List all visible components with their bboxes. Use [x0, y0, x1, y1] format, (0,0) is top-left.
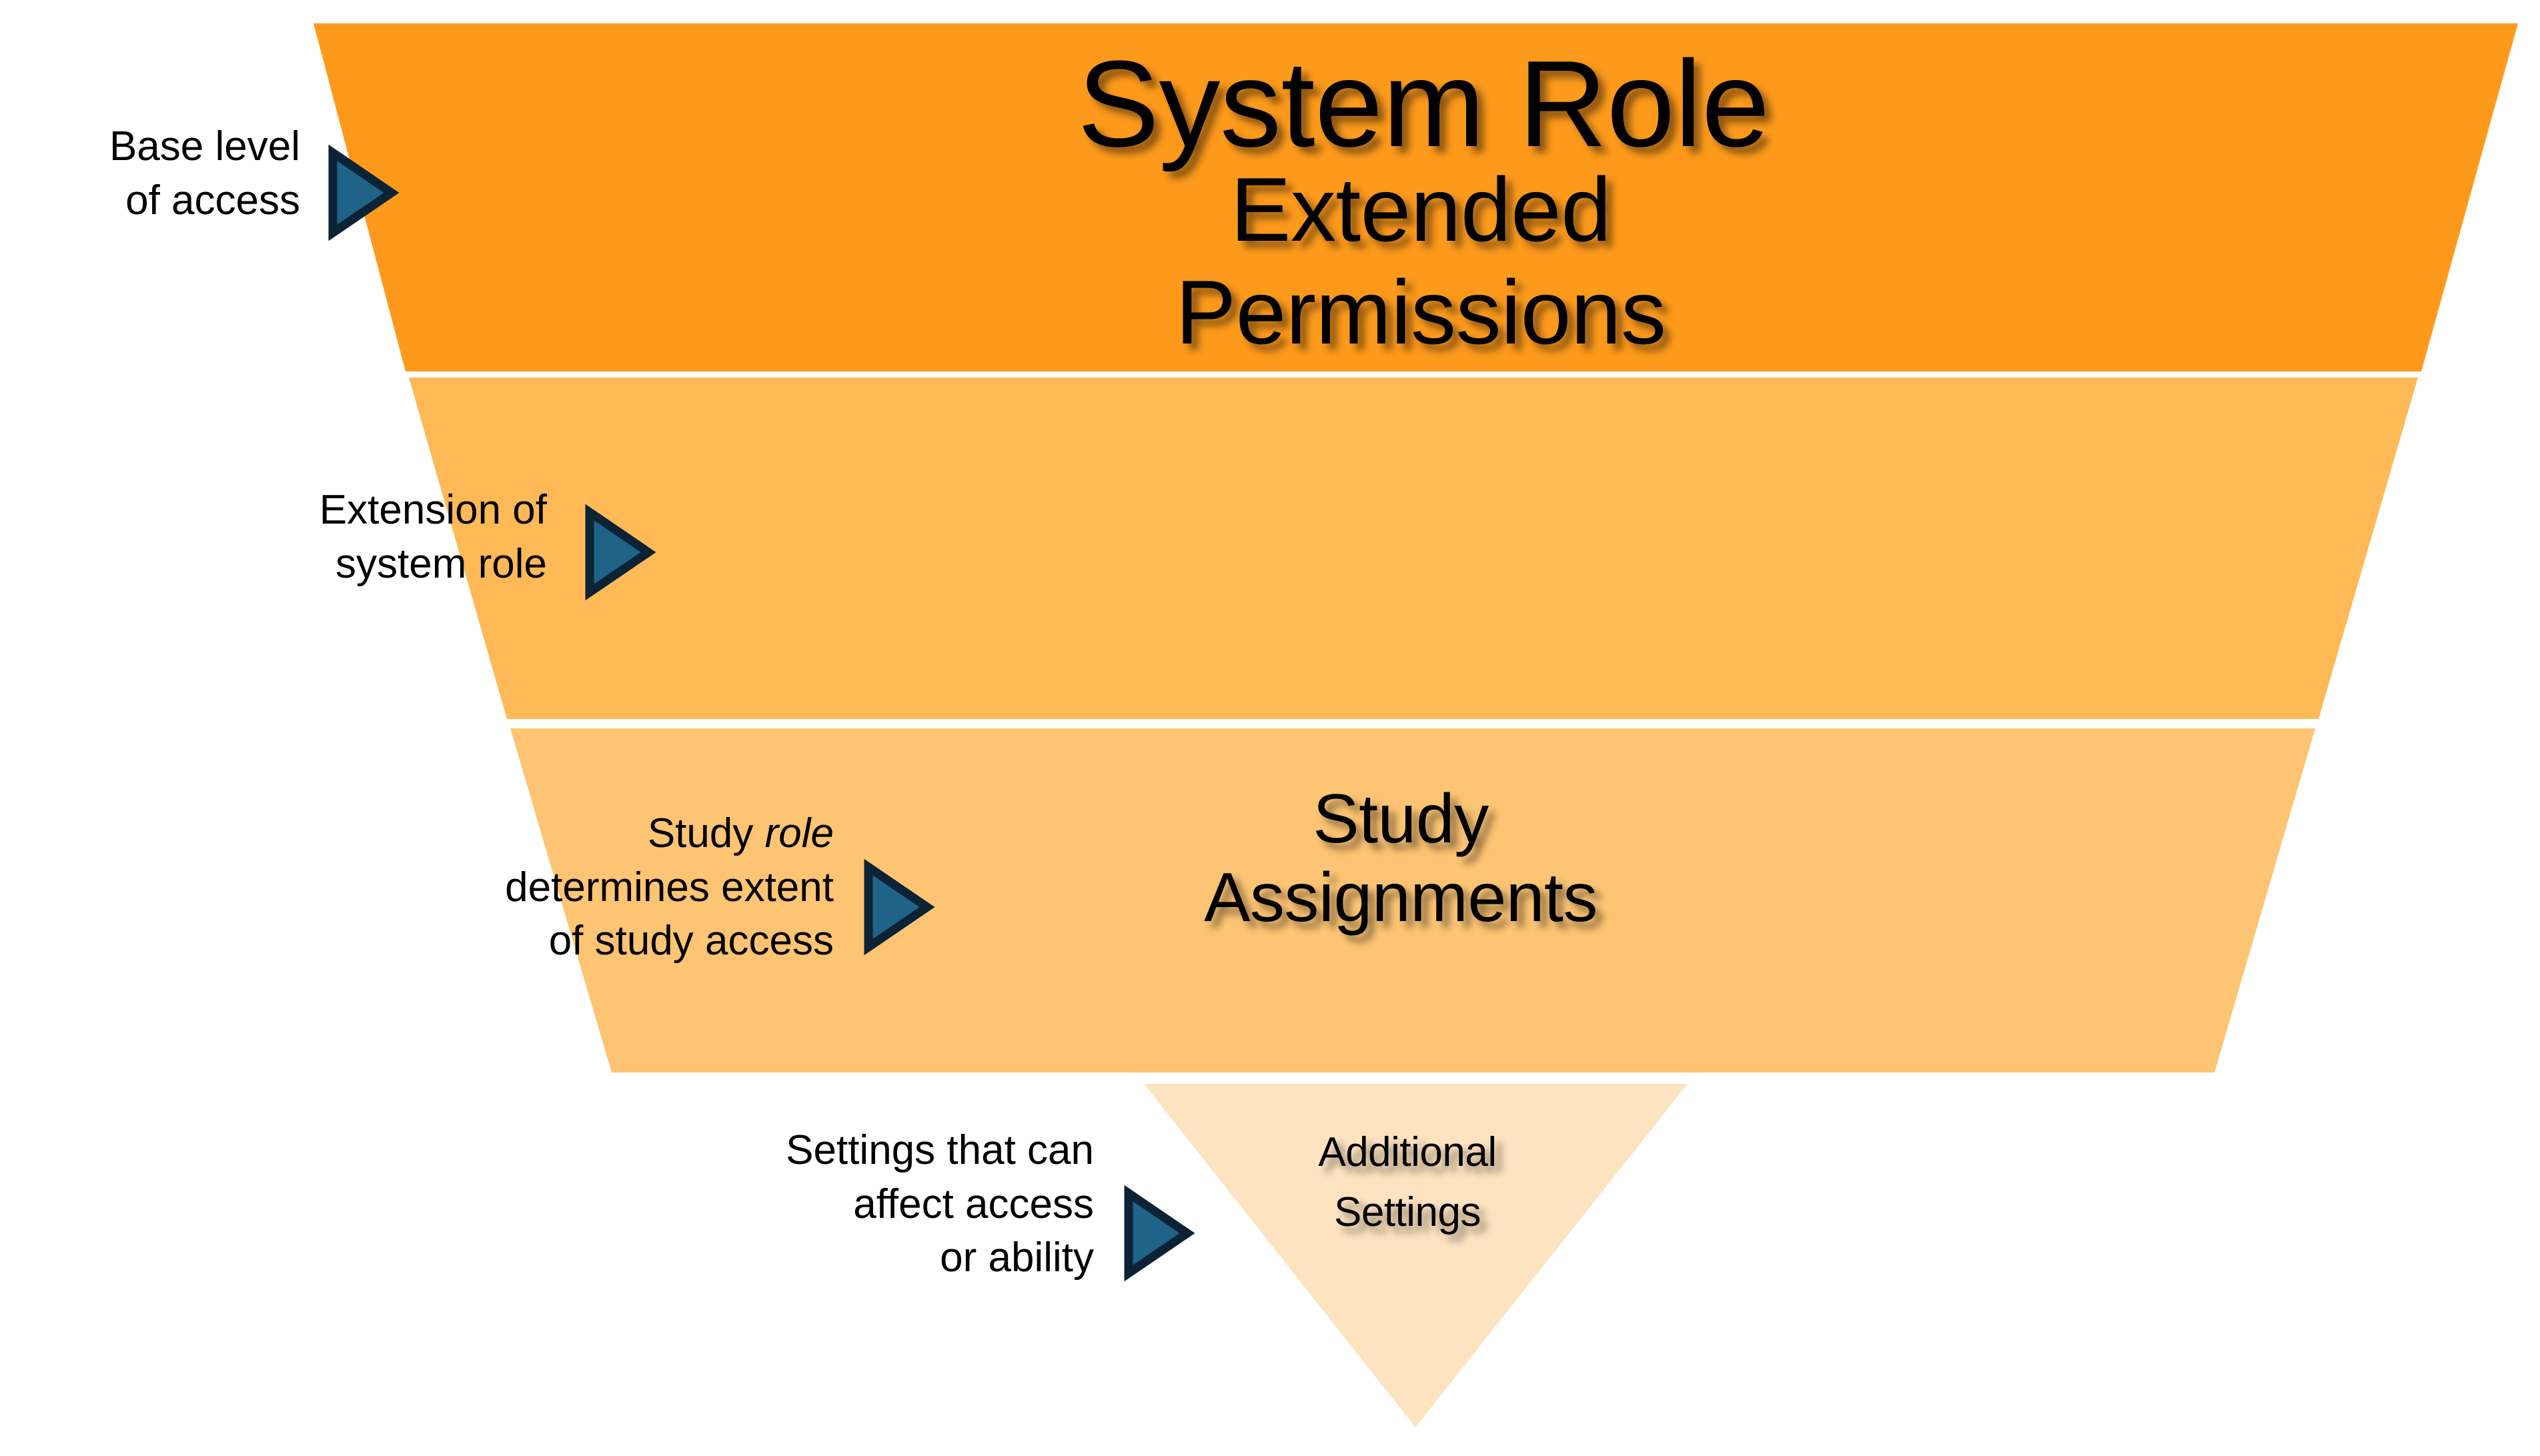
funnel-label-extended-permissions: Extended Permissions [1175, 159, 1666, 363]
funnel-label-study-assignments: Study Assignments [1204, 780, 1598, 936]
arrow-extended-permissions [585, 504, 656, 601]
note-study-assignments: Study role determines extent of study ac… [280, 807, 834, 968]
note-study-italic-role: role [764, 810, 834, 856]
funnel-segment-additional-settings [1144, 1084, 1688, 1427]
funnel-label-system-role: System Role [1077, 35, 1770, 172]
arrow-system-role [328, 144, 400, 241]
note-extended-permissions: Extension of system role [319, 487, 547, 587]
note-study-prefix: Study [647, 810, 765, 856]
arrow-additional-settings [1124, 1185, 1195, 1282]
arrow-study-assignments [864, 858, 935, 956]
funnel-segment-extended-permissions [409, 378, 2418, 719]
funnel-segment-system-role [313, 23, 2518, 372]
note-additional-settings: Settings that can affect access or abili… [786, 1127, 1094, 1281]
funnel-label-additional-settings: Additional Settings [1318, 1129, 1497, 1235]
note-study-suffix: determines extent of study access [505, 864, 834, 964]
note-system-role: Base level of access [109, 123, 300, 223]
funnel-segment-study-assignments [510, 728, 2315, 1072]
